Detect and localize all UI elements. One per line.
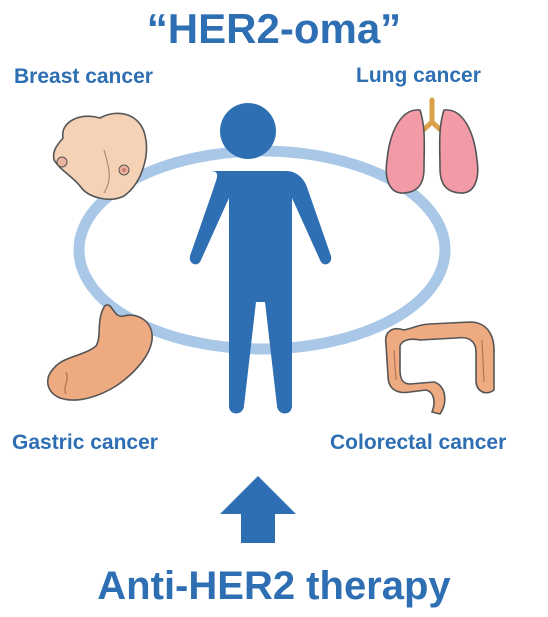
- lungs-icon: [386, 100, 478, 193]
- therapy-label: Anti-HER2 therapy: [0, 566, 548, 606]
- colon-icon: [386, 322, 494, 414]
- up-arrow-icon: [220, 476, 296, 543]
- stomach-icon: [48, 305, 152, 400]
- breast-icon: [54, 113, 147, 199]
